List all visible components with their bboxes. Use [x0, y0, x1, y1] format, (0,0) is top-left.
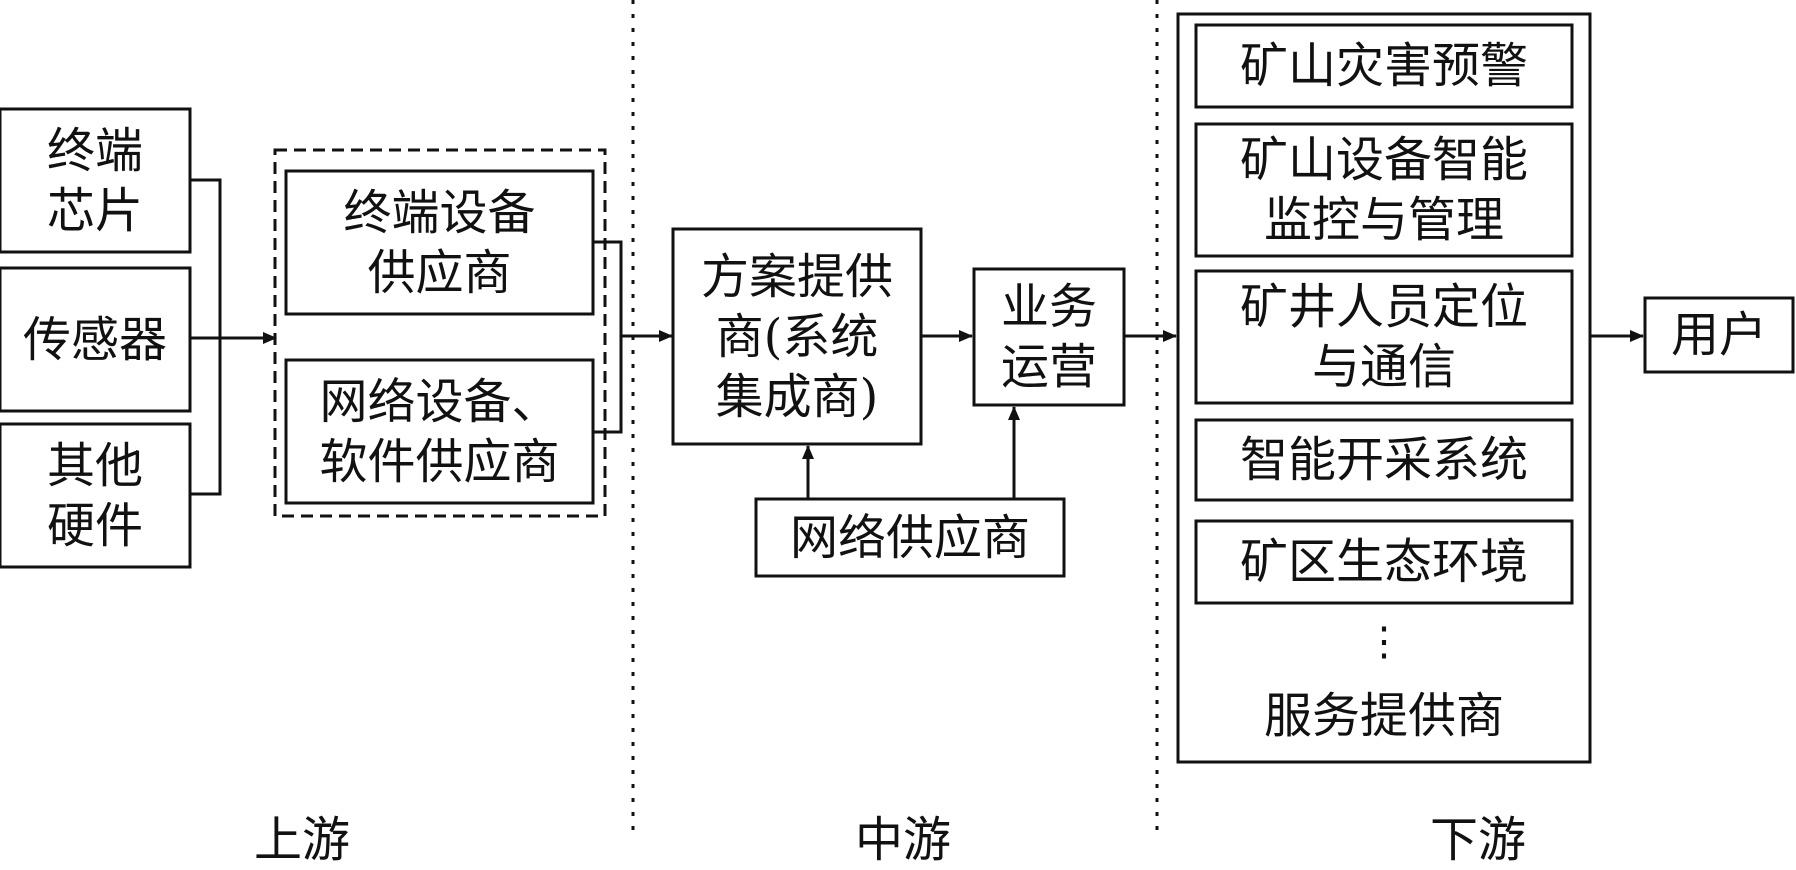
service-provider-label: 服务提供商	[1263, 688, 1504, 744]
service-label-4: 智能开采系统	[1239, 432, 1528, 488]
business-operation-label: 业务 运营	[1000, 279, 1097, 395]
user-label: 用户	[1670, 307, 1767, 363]
network-supplier-box	[754, 497, 1066, 578]
supplier-group-dashed	[273, 148, 607, 518]
solution-provider-label: 方案提供 商(系统 集成商)	[700, 248, 893, 425]
service-label-3: 矿井人员定位 与通信	[1239, 279, 1528, 395]
service-box-4	[1194, 418, 1574, 502]
terminal-device-supplier-label: 终端设备 供应商	[343, 184, 536, 301]
business-operation-box	[972, 267, 1126, 407]
terminal-device-supplier-box	[284, 169, 595, 316]
other-hardware-label: 其他 硬件	[46, 437, 143, 554]
service-label-5: 矿区生态环境	[1239, 534, 1528, 590]
sensor-label: 传感器	[22, 311, 167, 368]
downstream-stage-label: 下游	[1430, 812, 1527, 868]
service-box-2	[1194, 122, 1574, 258]
service-label-2: 矿山设备智能 监控与管理	[1239, 132, 1528, 248]
service-box-1	[1194, 23, 1574, 109]
sensor-box	[0, 266, 192, 413]
upstream-stage-label: 上游	[254, 812, 351, 868]
service-label-1: 矿山灾害预警	[1239, 38, 1528, 94]
network-software-supplier-label: 网络设备、 软件供应商	[319, 373, 560, 490]
user-box	[1643, 296, 1795, 374]
service-box-3	[1194, 269, 1574, 405]
solution-provider-box	[671, 227, 923, 446]
midstream-stage-label: 中游	[855, 812, 952, 868]
service-ellipsis: ⋮	[1364, 619, 1404, 665]
supplier-bracket	[593, 240, 623, 434]
network-supplier-label: 网络供应商	[789, 509, 1030, 566]
terminal-chip-label: 终端 芯片	[46, 122, 143, 239]
service-box-5	[1194, 519, 1574, 605]
